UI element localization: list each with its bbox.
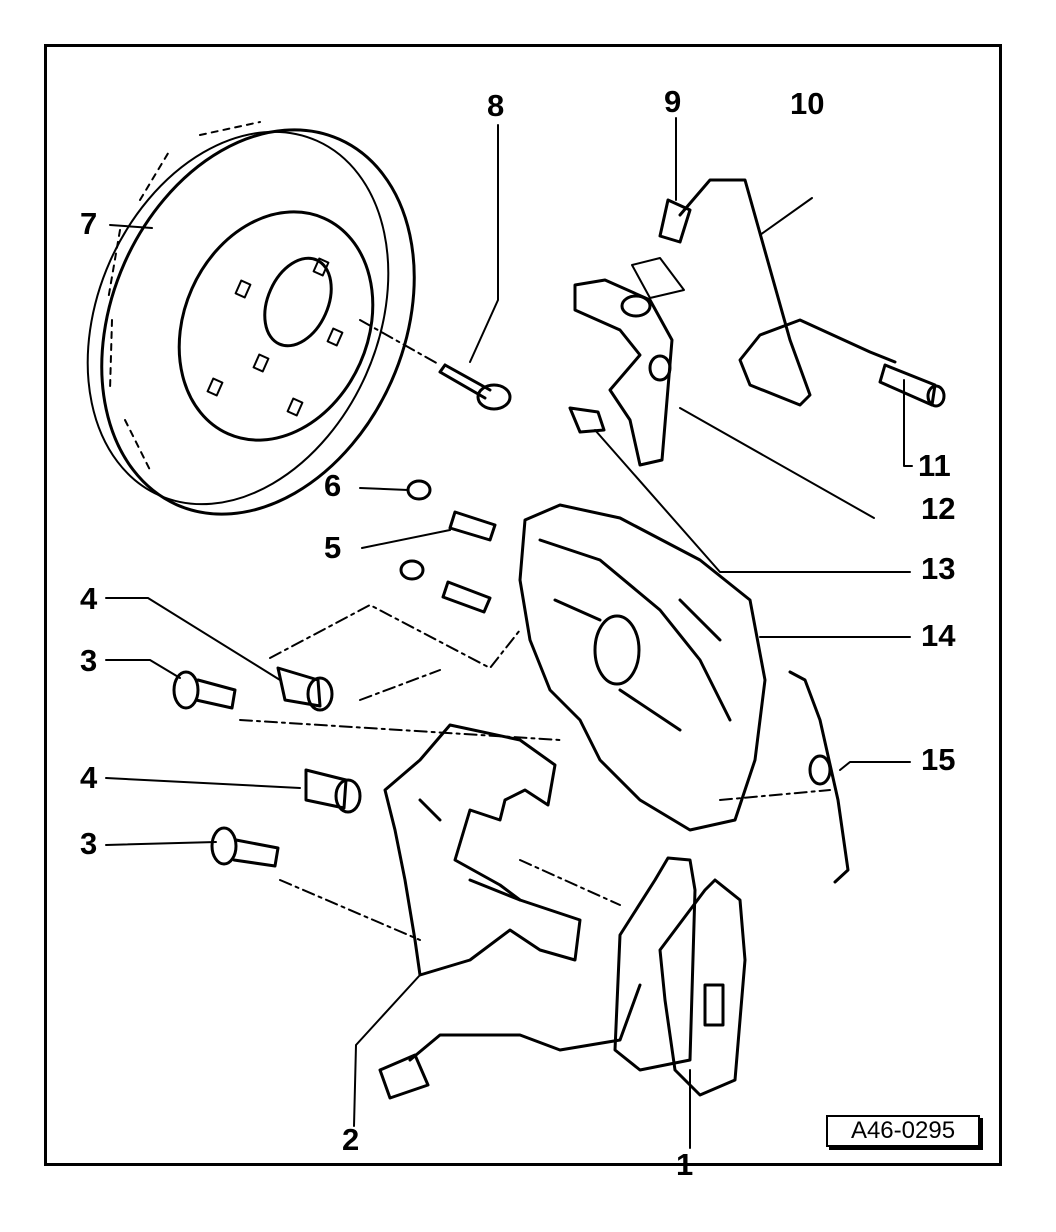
callout-3-lower: 3 bbox=[80, 826, 98, 861]
disc-screw bbox=[359, 319, 512, 411]
callout-13: 13 bbox=[921, 551, 956, 586]
brake-pads bbox=[378, 856, 747, 1100]
callout-7: 7 bbox=[80, 206, 98, 241]
bolts-bushings bbox=[172, 604, 831, 941]
callout-6: 6 bbox=[324, 468, 342, 503]
hose-bracket bbox=[568, 257, 685, 467]
callout-10: 10 bbox=[790, 86, 825, 121]
callout-11: 11 bbox=[918, 448, 951, 483]
callout-4-lower: 4 bbox=[80, 760, 98, 795]
callout-8: 8 bbox=[487, 88, 505, 123]
callout-1: 1 bbox=[676, 1147, 694, 1182]
callout-5: 5 bbox=[324, 530, 342, 565]
caliper-carrier bbox=[383, 723, 582, 977]
leader-lines bbox=[105, 117, 913, 1149]
callout-3-upper: 3 bbox=[80, 643, 98, 678]
figure-code: A46-0295 bbox=[826, 1115, 980, 1147]
callout-2: 2 bbox=[342, 1122, 360, 1157]
brake-disc bbox=[86, 121, 416, 516]
callout-15: 15 bbox=[921, 742, 956, 777]
callout-4-upper: 4 bbox=[80, 581, 98, 616]
spring-clip bbox=[788, 670, 850, 884]
callout-9: 9 bbox=[664, 84, 682, 119]
brake-hose bbox=[658, 178, 946, 408]
callout-12: 12 bbox=[921, 491, 956, 526]
brake-caliper bbox=[518, 503, 767, 832]
guide-pins bbox=[399, 479, 497, 614]
callout-14: 14 bbox=[921, 618, 956, 653]
